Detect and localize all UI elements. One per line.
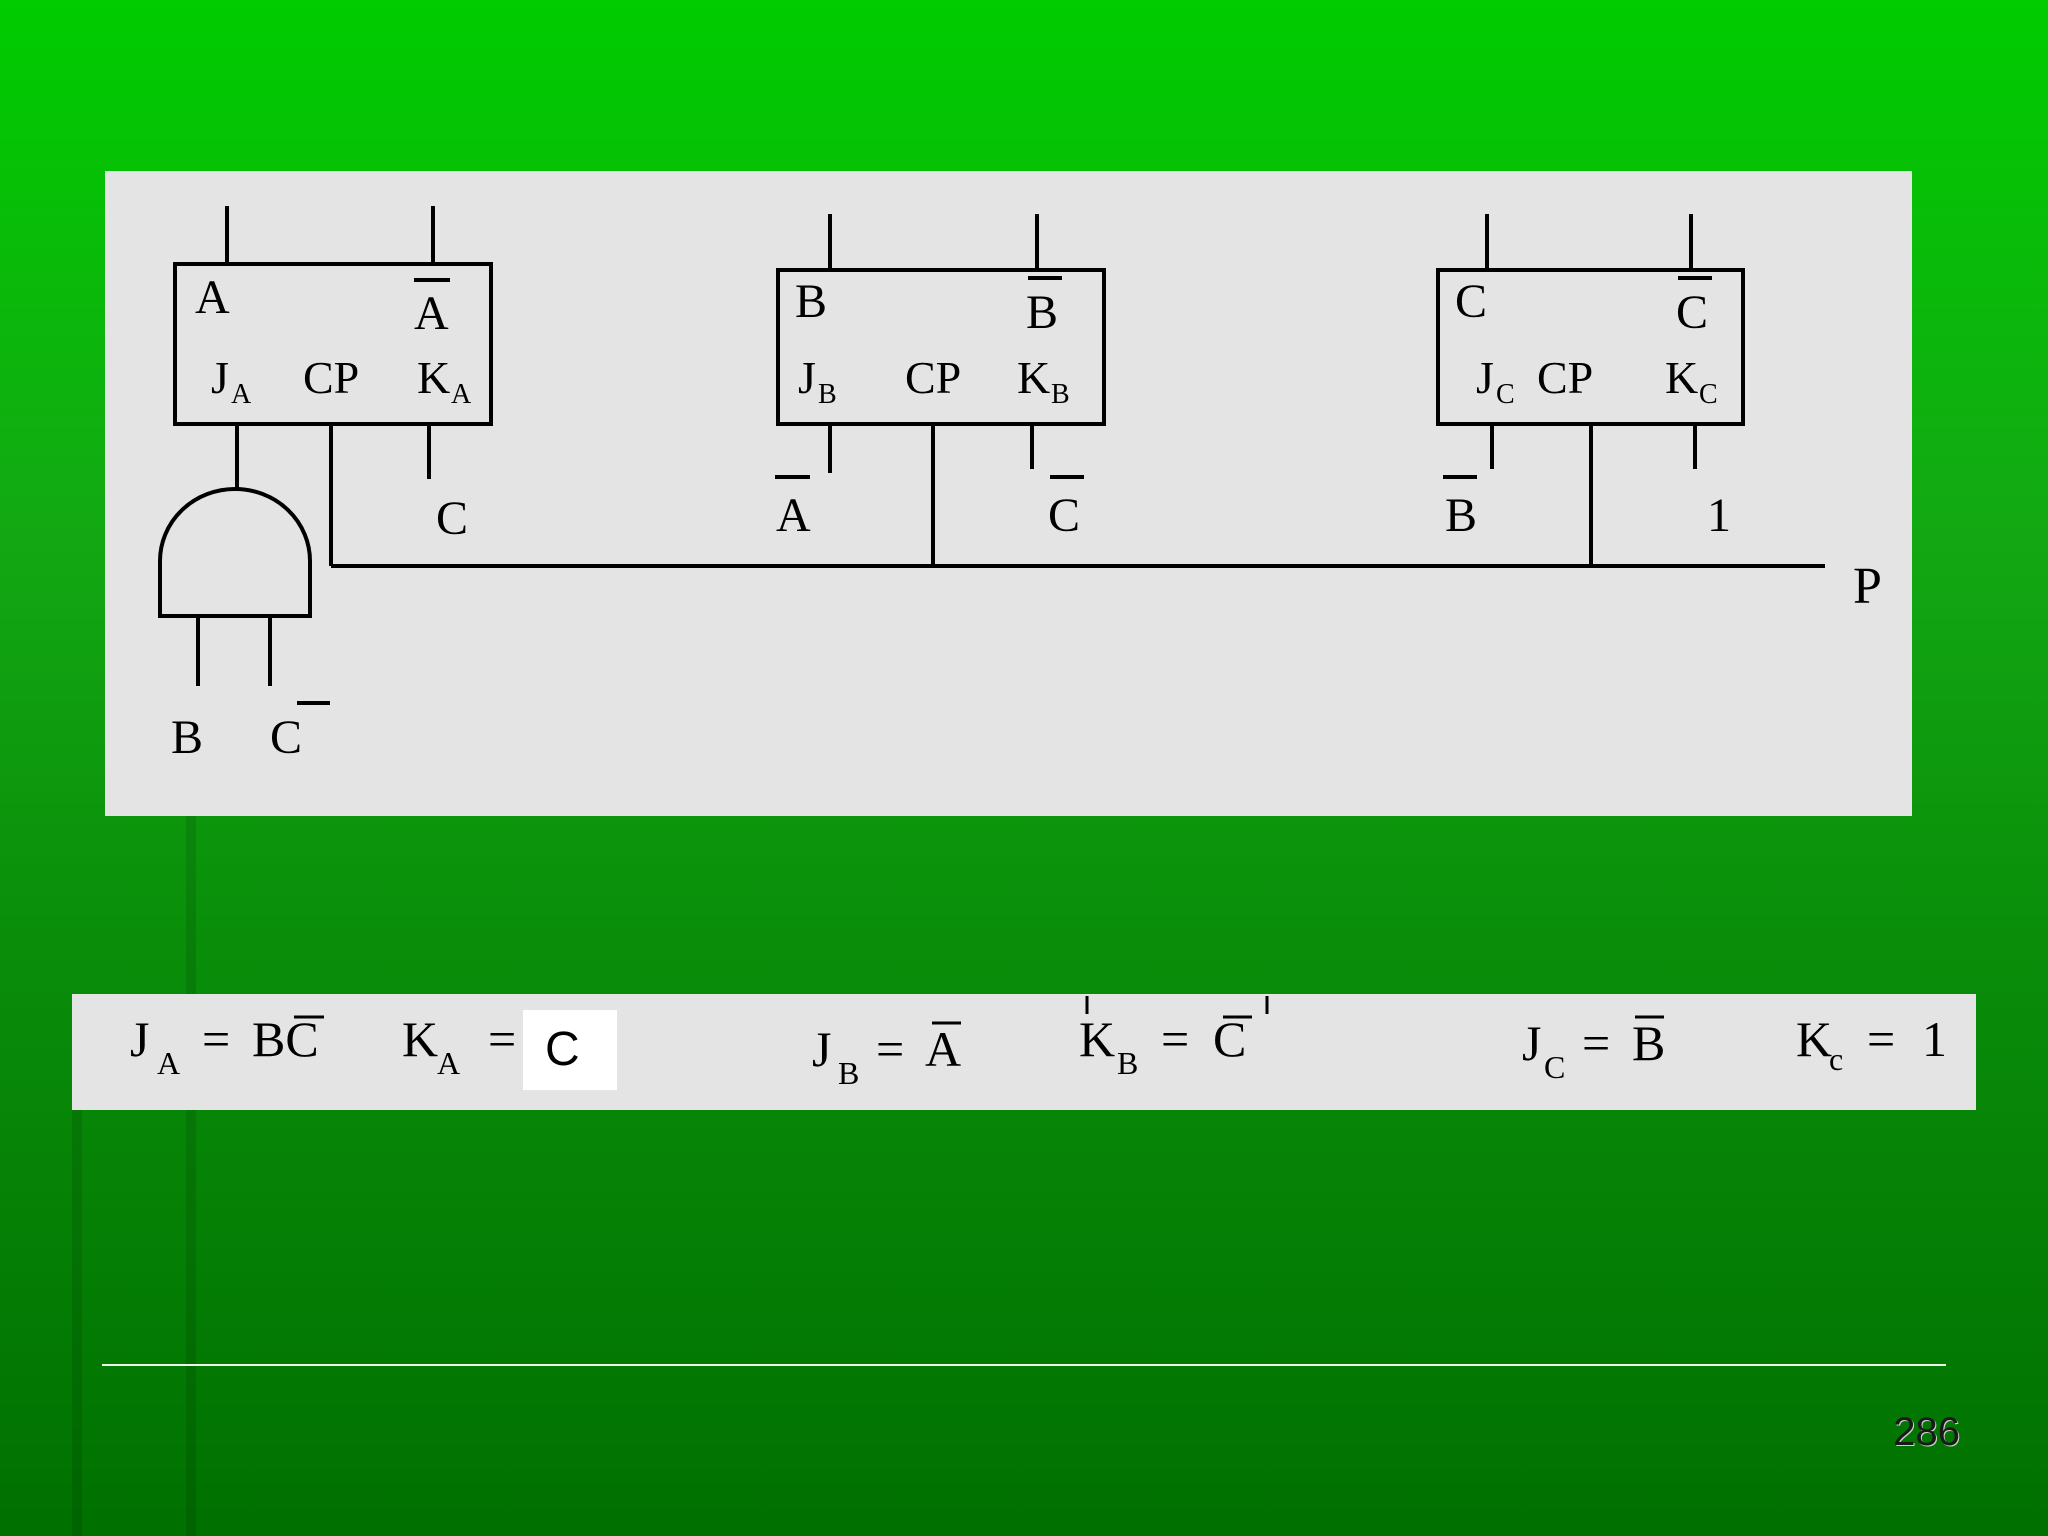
ff-a-q-label: A [195, 271, 230, 324]
eq-ja-rhs: BC [252, 1011, 319, 1067]
ff-c-k-input: 1 [1707, 489, 1731, 542]
circuit-svg: A A J A CP K A C B C B B J B CP K B A C … [158, 206, 1882, 764]
ff-c-j-input: B [1445, 489, 1477, 542]
flipflop-b-box [776, 268, 1106, 426]
ff-a-k-sub: A [451, 379, 472, 410]
decorative-vertical-bar [186, 816, 196, 1536]
eq-jc-equals: = [1582, 1015, 1610, 1071]
ff-c-k-sub: C [1699, 379, 1718, 410]
clock-input-label: P [1853, 558, 1882, 615]
and-gate [158, 487, 312, 618]
eq-kb-rhs: C [1213, 1011, 1246, 1067]
ka-answer-box: C [523, 1010, 617, 1090]
ff-a-qbar-label: A [414, 287, 449, 340]
ff-b-j-input: A [776, 489, 811, 542]
ff-c-j-label: J [1476, 352, 1494, 403]
ff-a-k-input: C [436, 492, 468, 545]
ff-b-qbar-label: B [1026, 286, 1058, 339]
ff-b-j-label: J [798, 352, 816, 403]
eq-ja-lhs: J [130, 1011, 149, 1067]
ff-a-cp-label: CP [303, 352, 359, 403]
circuit-diagram: A A J A CP K A C B C B B J B CP K B A C … [105, 171, 1912, 816]
eq-jb-equals: = [876, 1021, 904, 1077]
ff-c-cp-label: CP [1537, 352, 1593, 403]
eq-kb-equals: = [1161, 1011, 1189, 1067]
eq-ja-sub: A [157, 1045, 180, 1081]
ff-c-k-label: K [1665, 352, 1698, 403]
eq-ka-sub: A [437, 1045, 460, 1081]
ff-c-q-label: C [1455, 275, 1487, 328]
eq-jb-sub: B [838, 1055, 859, 1091]
ff-a-j-sub: A [231, 379, 252, 410]
gate-input-cbar: C [270, 711, 302, 764]
ff-b-k-sub: B [1051, 379, 1070, 410]
eq-jc-rhs: B [1632, 1015, 1665, 1071]
ff-a-k-label: K [417, 352, 450, 403]
gate-input-b: B [171, 711, 203, 764]
eq-kb-sub: B [1117, 1045, 1138, 1081]
eq-kc-equals: = [1867, 1011, 1895, 1067]
page-number: 286 [1893, 1410, 1960, 1454]
eq-ka-equals: = [488, 1011, 516, 1067]
eq-ka-lhs: K [402, 1011, 438, 1067]
eq-kc-rhs: 1 [1922, 1011, 1947, 1067]
footer-divider [102, 1364, 1946, 1366]
eq-ja-equals: = [202, 1011, 230, 1067]
ff-b-k-label: K [1017, 352, 1050, 403]
ff-b-j-sub: B [818, 379, 837, 410]
eq-jb-rhs: A [925, 1021, 961, 1077]
equations-svg: J A = BC K A = J B = A K B = C J C = B K [130, 996, 1947, 1091]
ff-c-j-sub: C [1496, 379, 1515, 410]
ff-a-j-label: J [211, 352, 229, 403]
ff-b-cp-label: CP [905, 352, 961, 403]
decorative-vertical-bar-left [72, 1110, 82, 1536]
ff-b-q-label: B [795, 275, 827, 328]
equations-panel: J A = BC K A = J B = A K B = C J C = B K [72, 994, 1976, 1110]
eq-jb-lhs: J [812, 1021, 831, 1077]
eq-kb-lhs: K [1079, 1011, 1115, 1067]
eq-jc-lhs: J [1522, 1015, 1541, 1071]
ff-b-k-input: C [1048, 489, 1080, 542]
ff-c-qbar-label: C [1676, 286, 1708, 339]
eq-kc-sub: c [1829, 1041, 1843, 1077]
eq-kc-lhs: K [1796, 1011, 1832, 1067]
eq-jc-sub: C [1544, 1049, 1565, 1085]
